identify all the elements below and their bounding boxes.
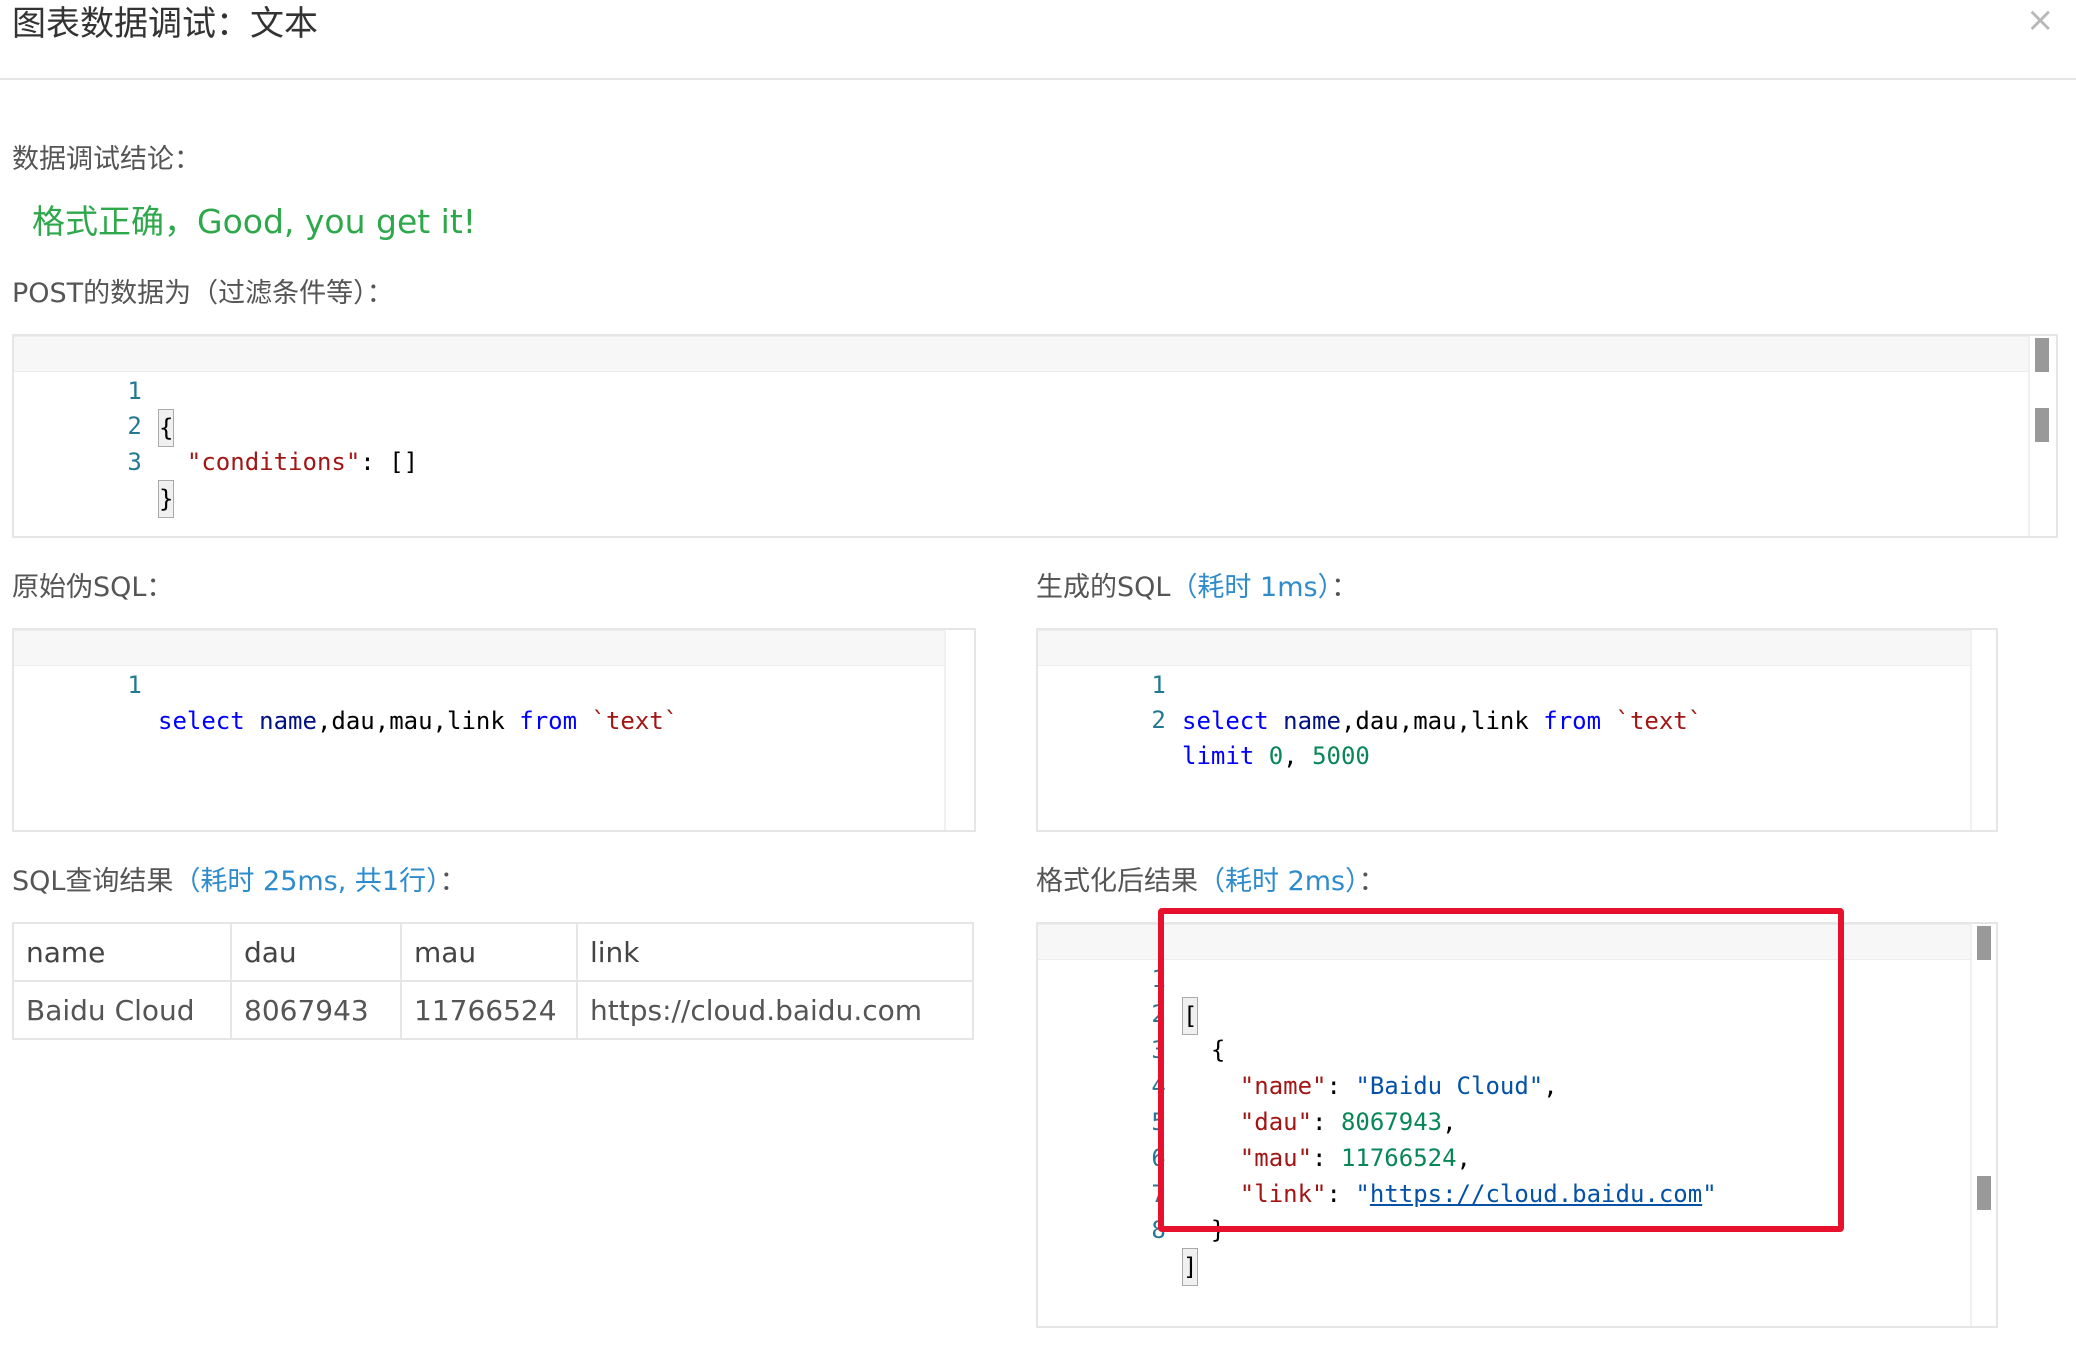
code-text: "conditions": [] [186,448,419,476]
close-icon[interactable]: × [2026,0,2055,40]
editor-line: 8 ] [1038,1176,1996,1286]
code-text: select name,dau,mau,link from `text` [158,707,679,735]
code-text: } [158,480,175,518]
table-cell: https://cloud.baidu.com [576,980,974,1040]
query-result-label: SQL查询结果（耗时 25ms, 共1行）： [12,864,467,900]
table-cell: 8067943 [230,980,402,1040]
table-header-row: name dau mau link [12,922,974,982]
raw-sql-editor[interactable]: 1 select name,dau,mau,link from `text` [12,628,976,832]
formatted-result-label: 格式化后结果（耗时 2ms）： [1036,864,1386,900]
line-number: 2 [1151,706,1166,734]
table-row: Baidu Cloud 8067943 11766524 https://clo… [12,980,974,1040]
editor-line: 2 limit 0, 5000 [1038,666,1996,770]
line-number: 8 [1151,1216,1166,1244]
editor-line: 5 "mau": 11766524, [1038,1068,1996,1172]
conclusion-label: 数据调试结论： [12,144,201,175]
code-text: ] [1182,1248,1199,1286]
formatted-result-title: 格式化后结果 [1036,866,1198,897]
header-divider [0,78,2076,80]
column-header: name [12,922,232,982]
code-text: "link": "https://cloud.baidu.com" [1239,1180,1717,1208]
column-header: dau [230,922,402,982]
raw-sql-label: 原始伪SQL： [12,572,174,603]
line-number: 2 [127,412,142,440]
query-result-timing: （耗时 25ms, 共1行） [173,866,440,897]
editor-line: 1 select name,dau,mau,link from `text` [14,630,974,735]
code-text: select name,dau,mau,link from `text` [1182,707,1703,735]
dialog-title: 图表数据调试：文本 [12,4,318,44]
scrollbar[interactable] [2028,336,2056,536]
column-header: link [576,922,974,982]
scrollbar-thumb[interactable] [1977,926,1991,960]
scrollbar[interactable] [1970,924,1996,1326]
generated-sql-editor[interactable]: 1 select name,dau,mau,link from `text` 2… [1036,628,1998,832]
post-data-editor[interactable]: 1 { 2 "conditions": [] 3 } [12,334,2058,538]
label-suffix: ： [439,866,467,897]
code-text: [ [1182,997,1199,1035]
editor-line: 3 } [14,408,2056,518]
code-text: "name": "Baidu Cloud", [1239,1072,1558,1100]
generated-sql-title: 生成的SQL [1036,572,1171,603]
code-text: "mau": 11766524, [1239,1144,1471,1172]
editor-line: 1 { [14,336,2056,447]
code-text: { [1182,1036,1226,1064]
generated-sql-timing: （耗时 1ms） [1170,572,1332,603]
generated-sql-label: 生成的SQL（耗时 1ms）： [1036,570,1358,606]
line-number: 1 [127,671,142,699]
query-result-table: name dau mau link Baidu Cloud 8067943 11… [12,922,974,1040]
formatted-result-timing: （耗时 2ms） [1198,866,1359,897]
line-number: 1 [1151,671,1166,699]
editor-line: 4 "dau": 8067943, [1038,1032,1996,1136]
label-suffix: ： [1358,866,1386,897]
scrollbar[interactable] [1970,630,1996,830]
editor-line: 1 [ [1038,924,1996,1035]
editor-line: 1 select name,dau,mau,link from `text` [1038,630,1996,735]
conclusion-message: 格式正确，Good, you get it! [32,202,477,241]
line-number: 1 [127,377,142,405]
scrollbar-thumb[interactable] [2035,338,2049,372]
code-text: { [158,409,175,447]
editor-line: 2 "conditions": [] [14,372,2056,476]
line-number: 3 [127,448,142,476]
scrollbar[interactable] [944,630,974,830]
post-data-label: POST的数据为（过滤条件等）： [12,278,394,309]
table-cell: 11766524 [400,980,578,1040]
column-header: mau [400,922,578,982]
label-suffix: ： [1331,572,1359,603]
scrollbar-thumb[interactable] [1977,1176,1991,1210]
table-cell: Baidu Cloud [12,980,232,1040]
query-result-title: SQL查询结果 [12,866,174,897]
code-text: limit 0, 5000 [1182,742,1370,770]
result-link[interactable]: https://cloud.baidu.com [1369,1180,1703,1208]
scrollbar-thumb[interactable] [2035,408,2049,442]
formatted-result-editor[interactable]: 1 [ 2 { 3 "name": "Baidu Cloud", 4 "dau"… [1036,922,1998,1328]
code-text: "dau": 8067943, [1239,1108,1457,1136]
editor-line: 6 "link": "https://cloud.baidu.com" [1038,1104,1996,1208]
highlight-box [1158,908,1844,1232]
